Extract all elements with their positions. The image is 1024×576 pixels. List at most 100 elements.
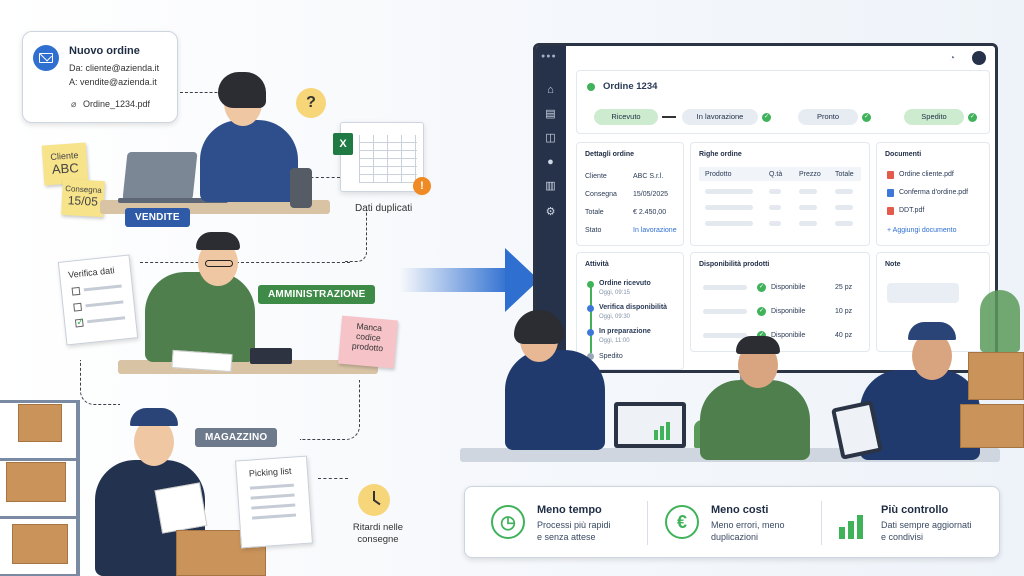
document-link[interactable]: DDT.pdf (899, 207, 925, 214)
timeline-dot (587, 281, 594, 288)
excel-icon: X (333, 133, 353, 155)
team-member-head (912, 332, 952, 380)
check-icon: ✓ (757, 307, 766, 316)
righe-title: Righe ordine (699, 151, 742, 158)
cardboard-box (12, 524, 68, 564)
verifica-dati-title: Verifica dati (67, 265, 116, 280)
amministrazione-label: AMMINISTRAZIONE (258, 285, 376, 304)
table-row (799, 221, 817, 226)
users-icon[interactable]: ● (547, 156, 554, 168)
avatar[interactable] (972, 51, 986, 65)
document-link[interactable]: Conferma d'ordine.pdf (899, 189, 969, 196)
mail-icon (33, 45, 59, 71)
warning-icon: ! (413, 177, 431, 195)
table-row (835, 189, 853, 194)
table-row (835, 205, 853, 210)
team-member-hair (736, 336, 780, 354)
activity-item: Ordine ricevuto (599, 280, 651, 287)
box-icon[interactable]: ◫ (545, 132, 556, 144)
timeline-dot (587, 305, 594, 312)
table-row (769, 205, 781, 210)
team-member-center (700, 380, 810, 460)
warehouse-icon[interactable]: ▥ (545, 180, 556, 192)
calculator-icon (250, 348, 292, 364)
product-bar (703, 333, 747, 338)
documents-panel: Documenti Ordine cliente.pdf Conferma d'… (876, 142, 990, 246)
order-lines-panel: Righe ordine Prodotto Q.tà Prezzo Totale (690, 142, 870, 246)
email-from: Da: cliente@azienda.it (69, 63, 160, 73)
notes-title: Note (885, 261, 901, 268)
vendite-label: VENDITE (125, 208, 190, 227)
status-dot (587, 83, 595, 91)
column-header: Prodotto (705, 171, 732, 178)
step-in-lavorazione[interactable]: In lavorazione (682, 109, 758, 125)
cardboard-box (18, 404, 62, 442)
order-details-panel: Dettagli ordine Cliente ABC S.r.l. Conse… (576, 142, 684, 246)
picking-list-title: Picking list (248, 465, 292, 479)
note-cliente-value: ABC (51, 160, 80, 177)
activity-time: Oggi, 09:30 (599, 314, 631, 320)
clock-warning-icon (358, 484, 390, 516)
email-to: A: vendite@azienda.it (69, 77, 157, 87)
activity-item: Verifica disponibilità (599, 304, 668, 311)
availability-status: Disponibile (771, 284, 806, 291)
gear-icon[interactable]: ⚙ (545, 206, 556, 218)
admin-person-body (145, 272, 255, 362)
timeline-dot (587, 353, 594, 360)
benefit-title: Meno tempo (537, 504, 602, 516)
availability-qty: 40 pz (835, 332, 853, 339)
activity-time: Oggi, 11:00 (599, 338, 630, 344)
sticky-note-consegna: Consegna 15/05 (61, 178, 105, 218)
check-icon: ✓ (757, 283, 766, 292)
cardboard-box (6, 462, 66, 502)
admin-person-hair (196, 232, 240, 250)
check-icon: ✓ (968, 113, 977, 122)
checkmark-icon: ✓ (74, 316, 86, 329)
detail-label: Cliente (585, 173, 607, 180)
detail-value: ABC S.r.l. (633, 173, 664, 180)
home-icon[interactable]: ⌂ (547, 84, 554, 96)
detail-label: Stato (585, 227, 602, 234)
magazzino-label: MAGAZZINO (195, 428, 278, 447)
detail-value: € 2.450,00 (633, 209, 667, 216)
activity-time: Oggi, 09:15 (599, 290, 631, 296)
glasses-icon (205, 260, 233, 267)
clipboard-icon[interactable]: ▤ (545, 108, 556, 120)
sticky-note-manca-codice: Manca codice prodotto (338, 315, 398, 369)
note-bubble (887, 283, 959, 303)
check-icon: ✓ (862, 113, 871, 122)
picking-list-sheet: Picking list (235, 455, 313, 549)
document-link[interactable]: Ordine cliente.pdf (899, 171, 954, 178)
table-row (769, 189, 781, 194)
paper-sheet (154, 482, 208, 534)
note-consegna-value: 15/05 (67, 193, 99, 209)
availability-title: Disponibilità prodotti (699, 261, 770, 268)
details-title: Dettagli ordine (585, 151, 635, 158)
benefit-title: Meno costi (711, 504, 769, 516)
table-row (705, 205, 753, 210)
column-header: Q.tà (769, 171, 783, 178)
detail-status: In lavorazione (633, 227, 677, 234)
benefit-title: Più controllo (881, 504, 949, 516)
step-spedito[interactable]: Spedito (904, 109, 964, 125)
email-attachment[interactable]: Ordine_1234.pdf (83, 99, 151, 109)
sales-person-body (200, 120, 298, 202)
question-bubble: ? (296, 88, 326, 118)
open-box (176, 530, 266, 576)
pdf-icon (887, 207, 894, 215)
cardboard-box (968, 352, 1024, 400)
email-card[interactable]: Nuovo ordine Da: cliente@azienda.it A: v… (22, 31, 178, 123)
activity-item: Spedito (599, 353, 623, 360)
plant-leaves (980, 290, 1020, 352)
step-ricevuto[interactable]: Ricevuto (594, 109, 658, 125)
bell-icon[interactable]: ◔ (949, 53, 956, 64)
step-pronto[interactable]: Pronto (798, 109, 858, 125)
flow-arrow (80, 360, 120, 405)
ritardi-label: Ritardi nelle consegne (352, 522, 404, 545)
email-title: Nuovo ordine (69, 45, 140, 57)
chair (290, 168, 312, 208)
add-document-button[interactable]: + Aggiungi documento (887, 227, 957, 234)
transition-arrow (400, 268, 510, 292)
column-header: Prezzo (799, 171, 821, 178)
